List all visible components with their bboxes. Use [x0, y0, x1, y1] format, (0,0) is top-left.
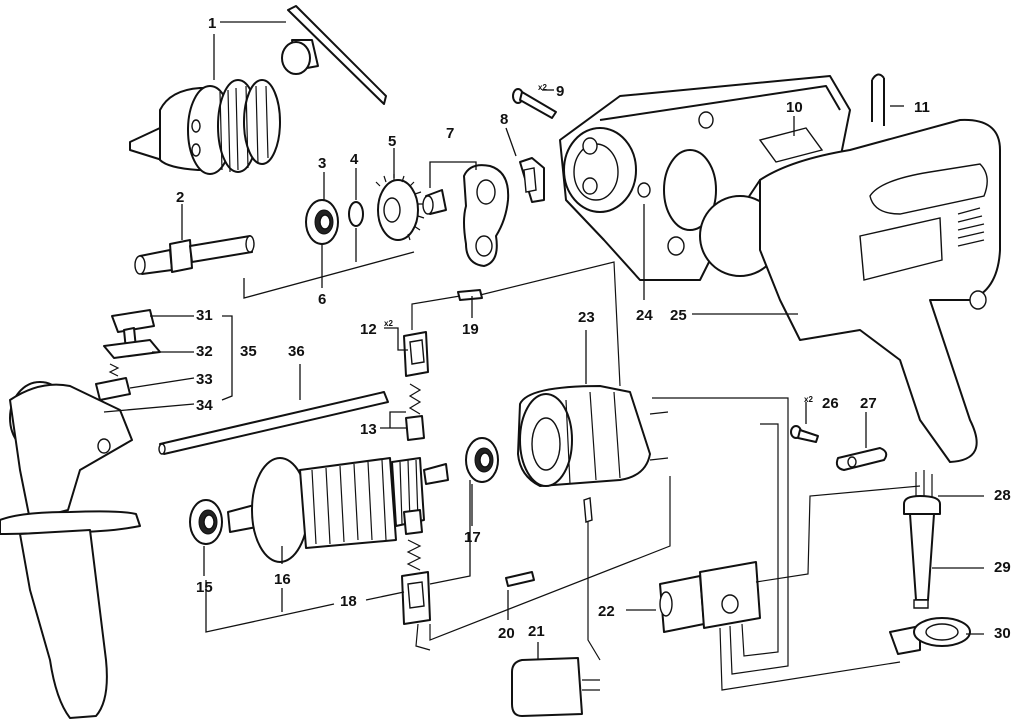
callout-16: 16: [274, 571, 291, 588]
callout-17: 17: [464, 529, 481, 546]
part-18-carbon-brush: [401, 509, 431, 651]
callout-8: 8: [500, 111, 508, 128]
callout-29: 29: [994, 559, 1011, 576]
callout-13: 13: [360, 421, 377, 438]
callout-26: 26: [822, 395, 839, 412]
leader-6: [243, 251, 415, 299]
part-33-spring-block: [95, 363, 131, 401]
callout-23: 23: [578, 309, 595, 326]
callout-15: 15: [196, 579, 213, 596]
part-2-spindle: [134, 235, 255, 275]
part-34-side-handle: [0, 381, 141, 719]
part-13-carbon-brush: [405, 383, 425, 441]
callout-34: 34: [196, 397, 213, 414]
leader-35: [221, 315, 233, 401]
part-26-screw: [790, 425, 819, 443]
callout-35: 35: [240, 343, 257, 360]
part-29-cord-sleeve: [903, 495, 941, 609]
part-30-selector-knob: [889, 617, 971, 655]
part-7-gear-plate: [463, 164, 510, 267]
part-16-armature: [227, 457, 449, 563]
callout-25: 25: [670, 307, 687, 324]
leader-7: [429, 161, 477, 188]
callout-19: 19: [462, 321, 479, 338]
callout-7: 7: [446, 125, 454, 142]
part-9-screw: [512, 88, 557, 119]
callout-9: 9: [556, 83, 564, 100]
callout-1: 1: [208, 15, 216, 32]
callout-3: 3: [318, 155, 326, 172]
part-1-drill-chuck: [129, 79, 281, 175]
callout-22: 22: [598, 603, 615, 620]
part-36-depth-rod: [158, 391, 389, 455]
part-4-retaining-ring: [348, 201, 364, 227]
callout-9-multiplier: x2: [538, 83, 547, 92]
callout-21: 21: [528, 623, 545, 640]
part-12-brush-holder: [403, 331, 429, 377]
callout-31: 31: [196, 307, 213, 324]
part-21-capacitor: [511, 657, 600, 717]
callout-36: 36: [288, 343, 305, 360]
main-housing-handle: [759, 118, 1001, 463]
callout-6: 6: [318, 291, 326, 308]
part-22-switch: [652, 397, 921, 691]
callout-32: 32: [196, 343, 213, 360]
part-23-stator: [517, 385, 669, 661]
wire-19: [411, 261, 621, 387]
callout-18: 18: [340, 593, 357, 610]
callout-26-multiplier: x2: [804, 395, 813, 404]
part-15-bearing: [189, 499, 223, 545]
callout-27: 27: [860, 395, 877, 412]
callout-2: 2: [176, 189, 184, 206]
part-27-cable-clamp: [835, 447, 888, 471]
part-3-bearing: [305, 199, 339, 245]
callout-11: 11: [914, 99, 930, 116]
leader-lines: [103, 21, 984, 660]
callout-4: 4: [350, 151, 359, 168]
callout-24: 24: [636, 307, 653, 324]
part-25-motor-housing: [559, 75, 851, 281]
part-11-spring-clip: [871, 73, 885, 126]
part-19-terminal: [457, 289, 483, 301]
callout-10: 10: [786, 99, 803, 116]
callout-30: 30: [994, 625, 1011, 642]
part-10-label-plate: [758, 127, 824, 163]
wire-18: [429, 476, 671, 641]
callout-12-multiplier: x2: [384, 319, 393, 328]
part-8-clip: [519, 157, 545, 203]
callout-28: 28: [994, 487, 1011, 504]
callout-5: 5: [388, 133, 396, 150]
callout-12: 12: [360, 321, 377, 338]
part-17-bearing: [465, 437, 499, 483]
part-1-chuck-key: [281, 5, 387, 105]
part-32-washer: [103, 339, 161, 359]
part-7-bushing: [422, 189, 447, 215]
part-20-terminal: [505, 571, 535, 587]
callout-33: 33: [196, 371, 213, 388]
part-5-gear: [375, 174, 425, 241]
callout-20: 20: [498, 625, 515, 642]
